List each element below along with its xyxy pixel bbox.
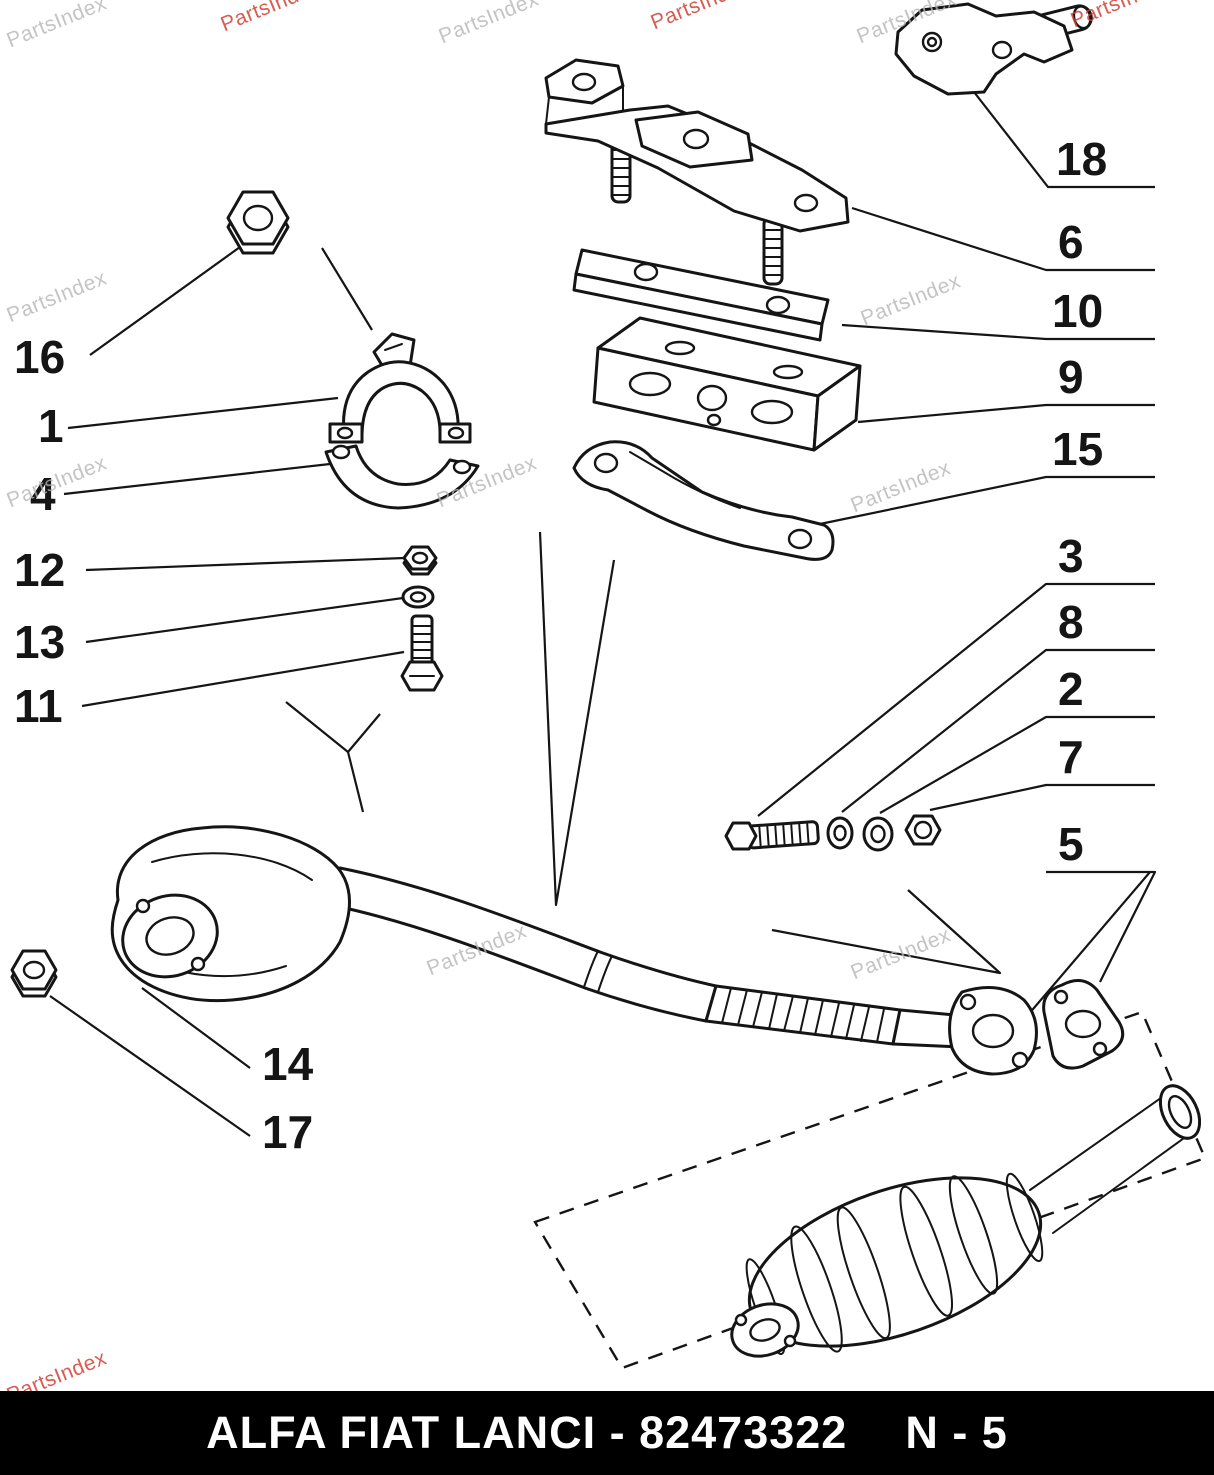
part-9-mount-block	[592, 316, 862, 452]
catalytic-converter-illustration	[730, 1084, 1202, 1358]
callout-7: 7	[1058, 731, 1084, 783]
callout-18: 18	[1056, 133, 1107, 185]
footer-brand-text: ALFA FIAT LANCI - 82473322	[206, 1407, 848, 1458]
callout-14: 14	[262, 1038, 314, 1090]
callout-17: 17	[262, 1106, 313, 1158]
callout-8: 8	[1058, 596, 1084, 648]
part-4-clamp-strap	[324, 444, 480, 510]
part-1-clamp-upper	[328, 332, 472, 444]
leader-lines	[49, 91, 1157, 1137]
callout-13: 13	[14, 616, 65, 668]
callout-12: 12	[14, 544, 65, 596]
part-6-bracket	[544, 58, 850, 286]
part-15-lower-bracket	[572, 440, 835, 561]
stud-bolt	[762, 216, 784, 286]
callout-5: 5	[1058, 818, 1084, 870]
footer-page-ref: N - 5	[905, 1407, 1008, 1458]
part-8-washer	[826, 816, 854, 850]
callout-2: 2	[1058, 663, 1084, 715]
part-18-bracket	[894, 2, 1093, 96]
footer-bar: ALFA FIAT LANCI - 82473322 N - 5	[0, 1391, 1214, 1475]
part-11-bolt	[400, 614, 444, 692]
dashed-enclosure	[533, 1010, 1207, 1370]
callout-3: 3	[1058, 530, 1084, 582]
part-5-gasket	[1042, 979, 1125, 1070]
part-7-nut	[904, 814, 942, 846]
callout-11: 11	[14, 680, 63, 732]
callout-6: 6	[1058, 216, 1084, 268]
part-16-nut	[226, 190, 290, 255]
callout-4: 4	[30, 468, 56, 520]
part-14-downpipe-assembly	[110, 825, 1038, 1076]
part-2-washer	[862, 816, 894, 852]
callout-10: 10	[1052, 285, 1103, 337]
part-13-washer	[401, 585, 435, 609]
callout-labels: 16 1 4 12 13 11 18 6 10 9 15 3 8 2 7 5 1…	[14, 133, 1107, 1158]
callout-1: 1	[38, 400, 64, 452]
part-3-bolt	[724, 820, 820, 851]
callout-15: 15	[1052, 423, 1103, 475]
callout-9: 9	[1058, 351, 1084, 403]
part-17-nut	[10, 949, 58, 998]
part-10-plate	[572, 248, 830, 342]
part-12-nut-small	[402, 545, 438, 576]
callout-16: 16	[14, 331, 65, 383]
